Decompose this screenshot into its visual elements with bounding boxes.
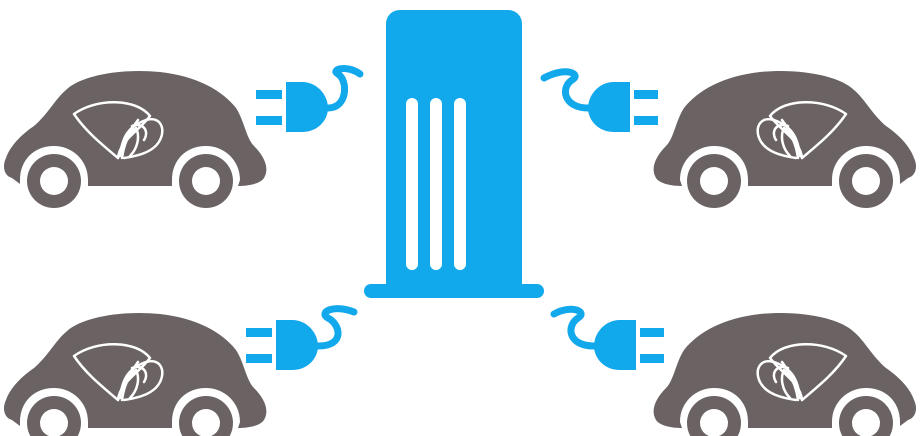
eco-car-icon bbox=[654, 71, 916, 208]
car-top-left bbox=[4, 71, 266, 208]
electric-plug-icon bbox=[544, 72, 658, 132]
eco-car-icon bbox=[4, 71, 266, 208]
car-top-right bbox=[654, 71, 916, 208]
eco-car-icon bbox=[654, 313, 916, 436]
electric-plug-icon bbox=[246, 309, 354, 370]
ev-charging-station-icon bbox=[364, 10, 544, 298]
car-bottom-right bbox=[654, 313, 916, 436]
electric-plug-icon bbox=[554, 309, 664, 370]
car-bottom-left bbox=[4, 313, 266, 436]
eco-car-icon bbox=[4, 313, 266, 436]
electric-plug-icon bbox=[256, 69, 360, 132]
